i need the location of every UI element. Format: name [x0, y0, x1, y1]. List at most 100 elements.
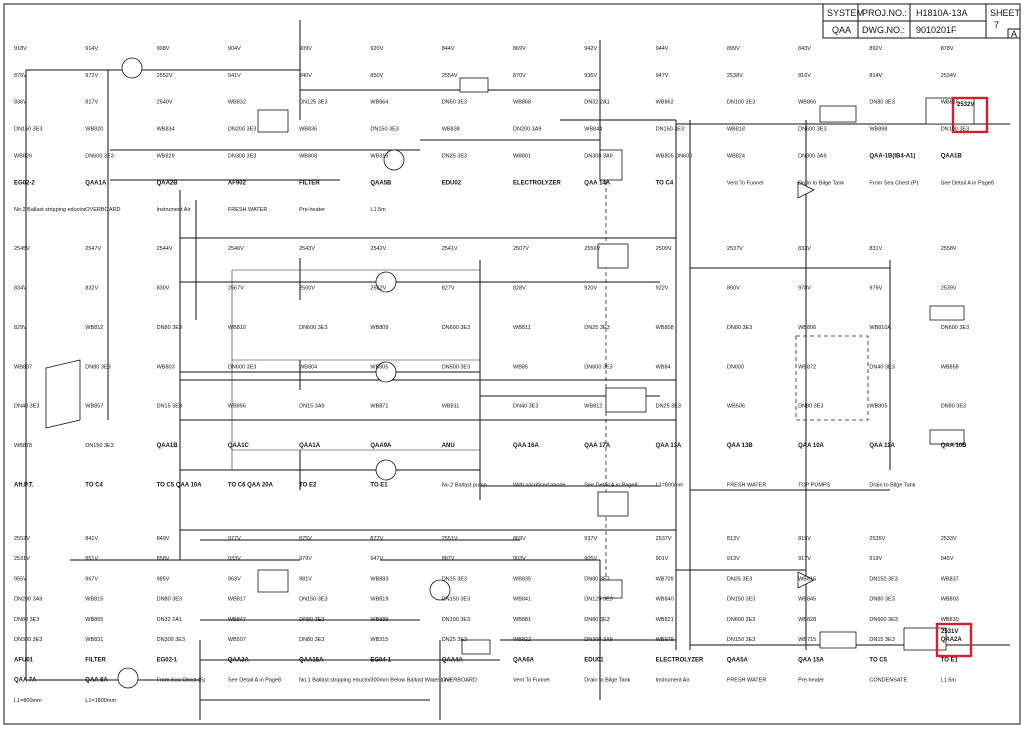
- upper-lines-tag-33: DN300 3A9: [584, 153, 612, 159]
- lower-lines-tag-36: WB830: [941, 617, 959, 623]
- upper-notes-tag-8: Pre-heater: [299, 207, 325, 213]
- middle-lines-tag-1: DN80 3E3: [157, 325, 182, 331]
- middle-lines-tag-18: WB805: [370, 364, 388, 370]
- lower-valves-tag-10: 813V: [727, 536, 740, 542]
- middle-lines-tag-17: WB804: [299, 364, 317, 370]
- lower-valves-tag-15: 851V: [85, 556, 98, 562]
- middle-notes-tag-2: See Detail A in Page8: [584, 483, 637, 489]
- upper-lines-tag-14: DN200 3E3: [228, 127, 256, 133]
- lower-valves-tag-17: 933V: [228, 556, 241, 562]
- upper-valves-tag-12: 892V: [869, 46, 882, 52]
- middle-equipment-tag-14: TO C5 QAA 10A: [157, 483, 203, 489]
- lower-lines-tag-41: DN80 3E3: [299, 637, 324, 643]
- lower-lines-tag-17: DN125 3E3: [584, 597, 612, 603]
- upper-lines-tag-1: DN125 3E3: [299, 100, 327, 106]
- lower-lines-tag-5: DN25 3E3: [727, 576, 752, 582]
- lower-notes-tag-6: Drain to Bilge Tank: [584, 678, 630, 684]
- lower-lines-tag-9: DN200 3A9: [14, 597, 42, 603]
- middle-lines-tag-6: WB811: [513, 325, 531, 331]
- upper-valves-tag-7: 869V: [513, 46, 526, 52]
- lower-lines-tag-37: DN300 3E3: [14, 637, 42, 643]
- lower-equipment-tag-1: AFU01: [14, 657, 34, 663]
- middle-valves-tag-3: 2546V: [228, 246, 244, 252]
- upper-equipment-tag-9: ELECTROLYZER: [513, 180, 561, 186]
- lower-equipment-tag-9: EDU01: [584, 657, 604, 663]
- middle-equipment-tag-3: QAA9A: [370, 443, 392, 449]
- title-dwg-value: 9010201F: [916, 25, 957, 35]
- lower-lines-tag-24: WB865: [85, 617, 103, 623]
- middle-lines-tag-23: DN600: [727, 364, 744, 370]
- upper-notes-tag-3: See Detail A in Page8: [941, 180, 994, 186]
- middle-lines-tag-32: WB871: [370, 404, 388, 410]
- upper-equipment-tag-11: TO C4: [656, 180, 674, 186]
- lower-lines-tag-46: WB979: [656, 637, 674, 643]
- lower-valves-tag-23: 901V: [656, 556, 669, 562]
- lower-lines-tag-23: DN80 3E3: [14, 617, 39, 623]
- upper-valves-tag-13: 878V: [941, 46, 954, 52]
- lower-valves-tag-30: 985V: [157, 576, 170, 582]
- middle-equipment-tag-12: Aft.P.T.: [14, 483, 34, 489]
- middle-lines-tag-19: DN500 3E3: [442, 364, 470, 370]
- lower-lines-tag-38: WB831: [85, 637, 103, 643]
- middle-valves-tag-26: 979V: [869, 285, 882, 291]
- highlight-valve-2531v: [935, 622, 973, 658]
- sea-chest-s-symbol: [599, 579, 623, 599]
- lower-lines-tag-49: DN15 3E3: [869, 637, 894, 643]
- middle-lines-tag-41: WB878: [14, 443, 32, 449]
- middle-lines-tag-37: WB506: [727, 404, 745, 410]
- upper-valves-tag-16: 2552V: [157, 73, 173, 79]
- upper-lines-tag-34: WB805 DN600: [656, 153, 693, 159]
- lower-notes-tag-13: L1=1800mm: [85, 698, 116, 704]
- lower-notes-tag-4: OVERBOARD: [442, 678, 477, 684]
- middle-lines-tag-15: WB803: [157, 364, 175, 370]
- middle-valves-tag-17: 2567V: [228, 285, 244, 291]
- lower-valves-tag-12: 2535V: [869, 536, 885, 542]
- upper-notes-tag-9: L1.5m: [370, 207, 386, 213]
- lower-notes-tag-3: 300mm Below Ballast Water Line: [370, 678, 451, 684]
- upper-lines-tag-3: DN50 3E3: [442, 100, 467, 106]
- middle-lines-tag-7: DN25 3E3: [584, 325, 609, 331]
- middle-valves-tag-9: 2509V: [656, 246, 672, 252]
- middle-equipment-tag-11: QAA 10B: [941, 443, 967, 449]
- highlight-label-2532v: 2532V: [957, 102, 974, 108]
- middle-lines-tag-13: WB807: [14, 364, 32, 370]
- upper-notes-tag-0: Vent To Funnel: [727, 180, 764, 186]
- lower-lines-tag-40: WB507: [228, 637, 246, 643]
- lower-lines-tag-33: DN600 3E3: [727, 617, 755, 623]
- upper-notes-tag-5: OVERBOARD: [85, 207, 120, 213]
- lower-valves-tag-18: 979V: [299, 556, 312, 562]
- lower-lines-tag-4: WB709: [656, 576, 674, 582]
- highlight-valve-2532v: [951, 96, 989, 134]
- lower-lines-tag-31: DN80 3E3: [584, 617, 609, 623]
- middle-lines-tag-39: WB805: [869, 404, 887, 410]
- lower-valves-tag-21: 903V: [513, 556, 526, 562]
- upper-valves-tag-5: 920V: [370, 46, 383, 52]
- title-rev-value: A: [1011, 29, 1017, 39]
- lower-lines-tag-1: DN25 3E3: [442, 576, 467, 582]
- lower-valves-tag-6: 2551V: [442, 536, 458, 542]
- upper-lines-tag-6: WB862: [656, 100, 674, 106]
- title-system-label: SYSTEM: [827, 8, 864, 18]
- lower-notes-tag-2: No.1 Ballast stripping eductor: [299, 678, 371, 684]
- upper-lines-tag-18: DN200 3A9: [513, 127, 541, 133]
- title-block: SYSTEM QAA PROJ.NO.: DWG.NO.: H1810A-13A…: [822, 3, 1021, 39]
- middle-lines-tag-25: DN40 3E3: [869, 364, 894, 370]
- lower-lines-tag-21: DN80 3E3: [869, 597, 894, 603]
- upper-lines-tag-17: WB838: [442, 127, 460, 133]
- middle-notes-tag-5: TOP PUMPS: [798, 483, 831, 489]
- upper-equipment-tag-0: QAA-1B(IB4-A1): [869, 153, 915, 159]
- middle-lines-tag-22: WB84: [656, 364, 671, 370]
- lower-valves-tag-8: 937V: [584, 536, 597, 542]
- upper-notes-tag-7: FRESH WATER: [228, 207, 267, 213]
- middle-equipment-tag-5: QAA 16A: [513, 443, 539, 449]
- lower-valves-tag-20: 887V: [442, 556, 455, 562]
- middle-lines-tag-2: WB810: [228, 325, 246, 331]
- middle-lines-tag-14: DN80 3E3: [85, 364, 110, 370]
- pump-qaa1b-symbol: [375, 271, 397, 293]
- lower-equipment-tag-16: QAA 6A: [85, 678, 108, 684]
- title-sheet-value: 7: [994, 20, 999, 30]
- upper-lines-tag-9: DN80 3E3: [869, 100, 894, 106]
- upper-valves-tag-18: 840V: [299, 73, 312, 79]
